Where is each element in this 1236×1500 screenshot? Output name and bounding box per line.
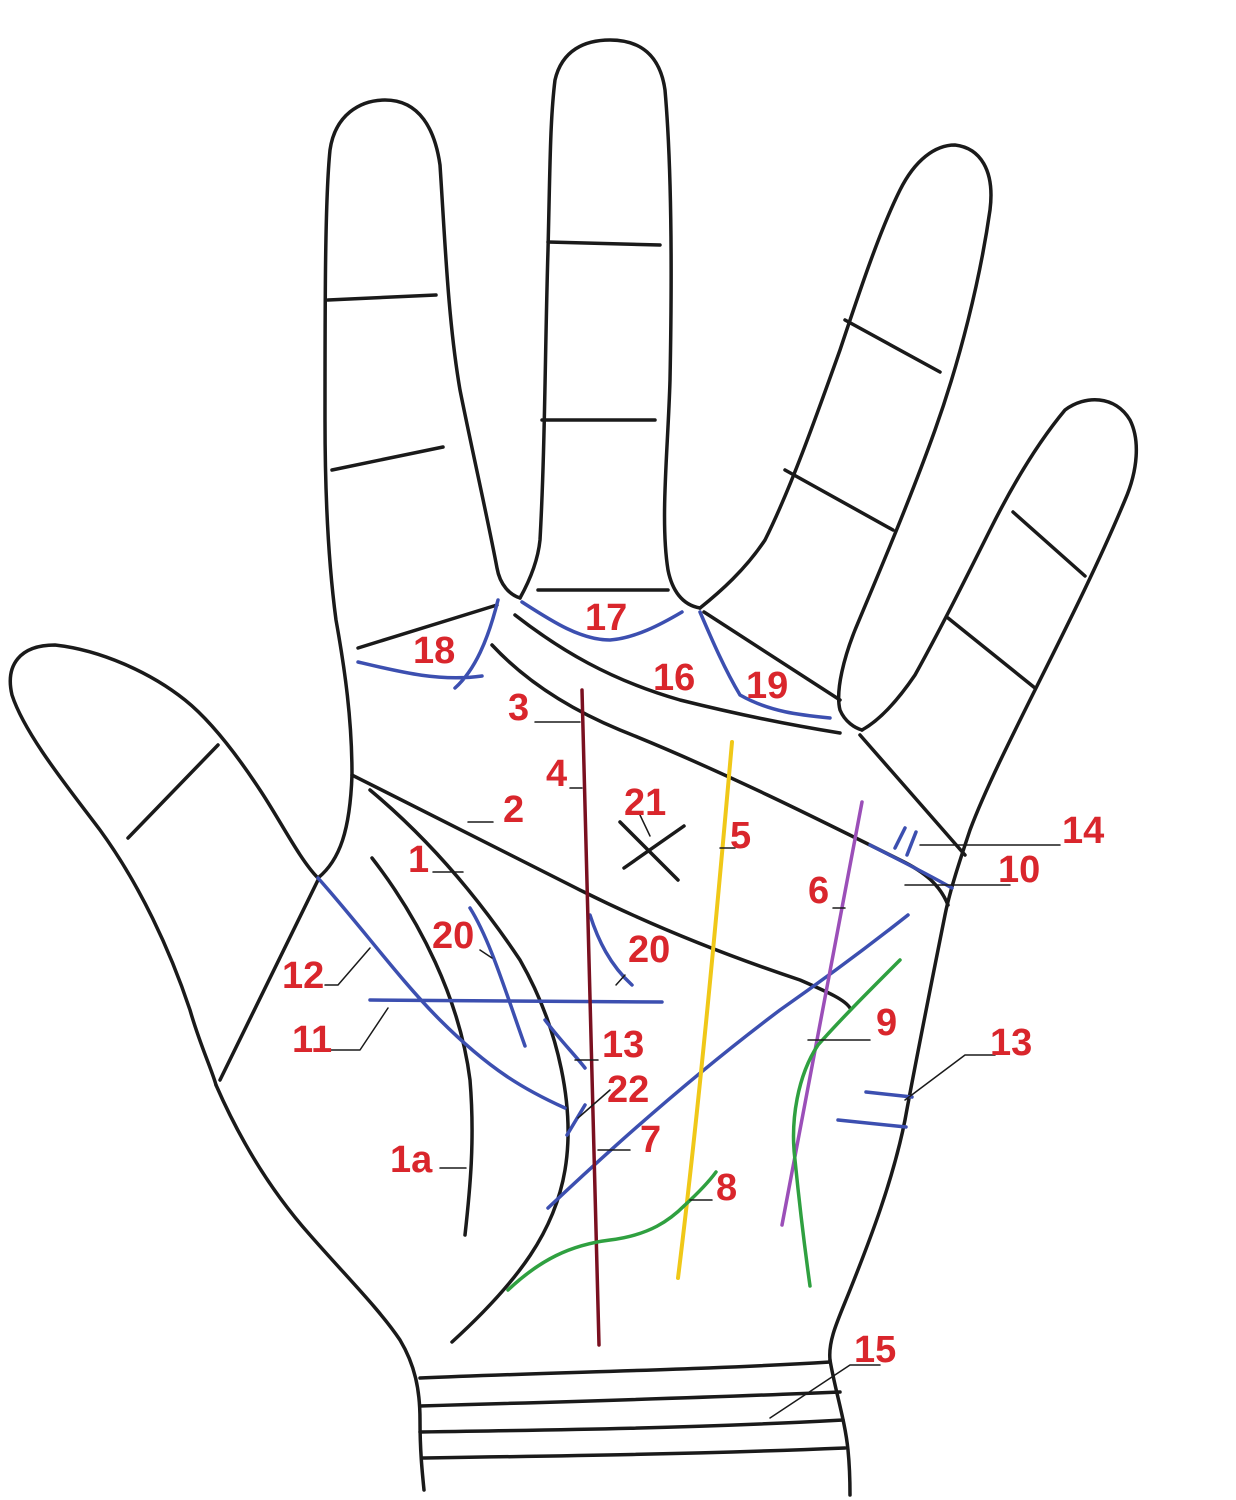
label-14: 14 — [1062, 810, 1104, 852]
label-20-right: 20 — [628, 929, 670, 971]
line-13-right — [836, 1090, 914, 1129]
wrist-line-2 — [418, 1390, 842, 1408]
line-18 — [356, 598, 500, 690]
label-22: 22 — [607, 1069, 649, 1111]
label-4: 4 — [546, 753, 567, 795]
hand-outline — [8, 38, 1139, 1497]
finger-creases — [126, 240, 1087, 1082]
line-1a — [370, 856, 474, 1237]
black-lines — [350, 613, 950, 1344]
line-14 — [893, 826, 918, 857]
label-11: 11 — [292, 1019, 332, 1061]
green-lines — [506, 958, 902, 1292]
label-13-right: 13 — [990, 1022, 1032, 1064]
line-1 — [368, 788, 570, 1344]
label-18: 18 — [413, 630, 455, 672]
wrist-line-4 — [420, 1446, 847, 1460]
wrist-right-edge — [828, 1358, 852, 1497]
line-10 — [868, 843, 954, 890]
label-1: 1 — [408, 839, 429, 881]
line-7 — [546, 913, 910, 1210]
index-finger-outline — [316, 98, 522, 880]
middle-finger-outline — [518, 38, 702, 610]
blue-lines — [316, 598, 954, 1210]
line-9 — [791, 958, 902, 1288]
thumb-outline — [8, 643, 320, 1087]
wrist-line-1 — [418, 1360, 832, 1380]
wrist-line-3 — [418, 1418, 845, 1434]
number-labels: 18 17 16 19 3 4 21 2 5 1 14 10 6 20 20 1… — [282, 597, 1104, 1371]
line-11 — [368, 998, 664, 1004]
label-12: 12 — [282, 955, 324, 997]
line-20-right — [588, 913, 634, 987]
label-19: 19 — [746, 665, 788, 707]
label-17: 17 — [585, 597, 627, 639]
label-6: 6 — [808, 870, 829, 912]
label-2: 2 — [503, 789, 524, 831]
line-13-left — [543, 1018, 587, 1070]
line-12 — [316, 876, 567, 1110]
label-3: 3 — [508, 687, 529, 729]
leader-lines — [324, 721, 1061, 1419]
label-1a: 1a — [390, 1139, 433, 1181]
cross-mark-21 — [618, 820, 686, 882]
label-5: 5 — [730, 815, 751, 857]
label-15: 15 — [854, 1329, 896, 1371]
label-8: 8 — [716, 1167, 737, 1209]
line-20-left — [468, 906, 527, 1048]
ring-finger-outline — [698, 143, 993, 732]
line-22 — [565, 1103, 587, 1137]
line-17 — [520, 600, 684, 642]
label-13-left: 13 — [602, 1024, 644, 1066]
label-9: 9 — [876, 1002, 897, 1044]
line-16 — [513, 613, 842, 735]
line-8 — [506, 1170, 718, 1292]
line-4 — [580, 688, 601, 1347]
label-20-left: 20 — [432, 915, 474, 957]
label-10: 10 — [998, 849, 1040, 891]
line-2 — [350, 773, 852, 1010]
label-16: 16 — [653, 657, 695, 699]
label-7: 7 — [640, 1119, 661, 1161]
line-19 — [698, 610, 832, 720]
label-21: 21 — [624, 782, 666, 824]
little-finger-outline — [828, 398, 1139, 1362]
